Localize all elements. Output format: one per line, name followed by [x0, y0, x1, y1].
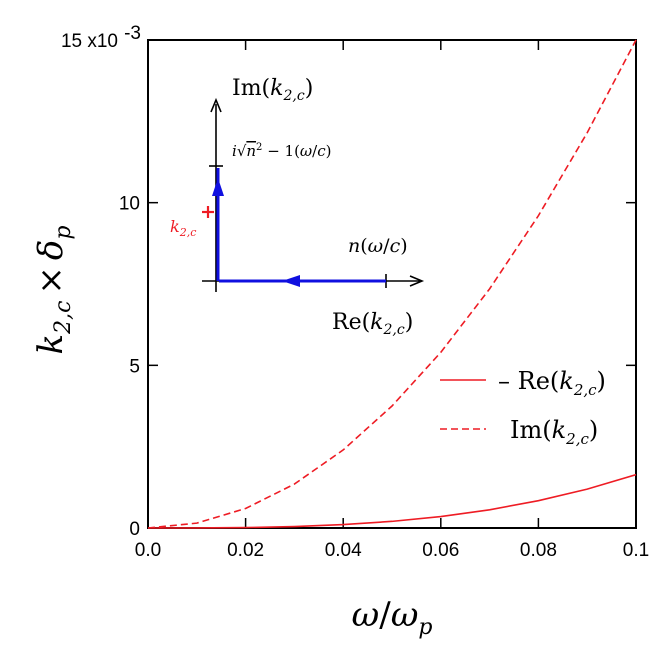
- x-tick-label: 0.06: [422, 540, 459, 561]
- legend-label-re: – Re(k2,c): [498, 367, 606, 399]
- inset-re-tick-label: n(ω/c): [348, 235, 408, 257]
- inset-path-arrow-left: [282, 275, 300, 287]
- y-tick-label-top: 15 x10: [61, 31, 118, 52]
- plot-frame: [147, 39, 637, 529]
- series-layer: [147, 39, 637, 529]
- inset-im-arrowhead: [210, 97, 222, 113]
- series-re-line: [147, 473, 637, 529]
- svg-text:k2,c×δp: k2,c×δp: [31, 226, 76, 355]
- x-tick-label: 0.04: [325, 540, 362, 561]
- x-tick-label: 0.1: [623, 540, 649, 561]
- inset-path-arrow-up: [212, 178, 224, 196]
- x-tick-label: 0.08: [520, 540, 557, 561]
- y-tick-label: 5: [129, 356, 140, 377]
- inset-point-label: k2,c: [170, 217, 196, 239]
- x-tick-label: 0.0: [135, 540, 161, 561]
- x-axis-title: ω/ωp: [351, 595, 432, 640]
- legend: – Re(k2,c) Im(k2,c): [440, 367, 606, 448]
- inset-re-axis-label: Re(k2,c): [332, 310, 413, 338]
- inset-im-axis-label: Im(k2,c): [232, 76, 313, 104]
- inset-diagram: Im(k2,c) Re(k2,c) i√n2 − 1(ω/c) n(ω/c) k…: [170, 76, 425, 338]
- series-im-line: [147, 39, 637, 529]
- legend-label-im: Im(k2,c): [510, 416, 598, 448]
- y-tick-exponent: -3: [124, 23, 141, 44]
- axes: 0.0 0.02 0.04 0.06 0.08 0.1 0 5 10 15 x10 -3: [61, 23, 649, 561]
- y-axis-title: k2,c×δp: [31, 226, 76, 355]
- y-tick-label: 10: [119, 194, 140, 215]
- y-tick-label: 0: [129, 519, 140, 540]
- inset-im-tick-label: i√n2 − 1(ω/c): [232, 142, 331, 160]
- inset-re-arrowhead: [409, 275, 425, 287]
- svg-text:ω/ωp: ω/ωp: [351, 595, 432, 640]
- x-tick-label: 0.02: [227, 540, 264, 561]
